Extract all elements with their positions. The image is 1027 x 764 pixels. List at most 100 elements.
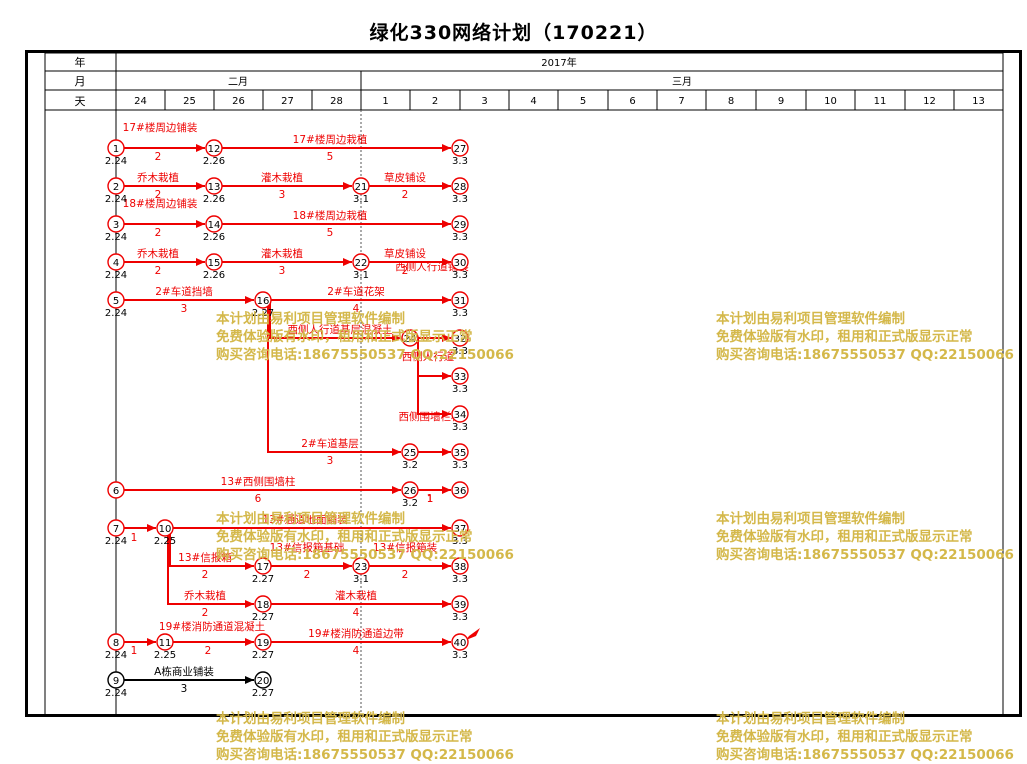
watermark-4: 本计划由易利项目管理软件编制免费体验版有水印，租用和正式版显示正常购买咨询电话:…: [716, 510, 1014, 564]
activity-10-18-arrowhead: [245, 600, 254, 608]
header-year: 2017年: [541, 56, 576, 69]
activity-24-34-arrowhead: [442, 410, 451, 418]
header-day-25: 25: [183, 96, 196, 107]
node-20-circle: [254, 671, 272, 689]
node-9-circle: [107, 671, 125, 689]
node-29-date: 3.3: [452, 232, 468, 243]
activity-17-23-arrowhead: [343, 562, 352, 570]
node-35-date: 3.3: [452, 460, 468, 471]
activity-22-30-arrowhead: [442, 258, 451, 266]
activity-21-28-arrowhead: [442, 182, 451, 190]
watermark-line3: 购买咨询电话:18675550537 QQ:22150066: [216, 547, 514, 563]
node-22-circle: [352, 253, 370, 271]
node-2-circle: [107, 177, 125, 195]
activity-21-28-name: 草皮铺设: [384, 171, 426, 184]
header-month-feb: 二月: [228, 76, 248, 88]
node-33-date: 3.3: [452, 384, 468, 395]
activity-14-29-duration: 5: [327, 227, 334, 239]
node-10-circle: [156, 519, 174, 537]
node-26-date: 3.2: [402, 498, 418, 509]
node-24-circle: [401, 329, 419, 347]
header-day-26: 26: [232, 96, 245, 107]
node-2-date: 2.24: [105, 194, 127, 205]
node-4-circle: [107, 253, 125, 271]
node-33-circle: [451, 367, 469, 385]
activity-25-35-arrowhead: [442, 448, 451, 456]
node-30-circle: [451, 253, 469, 271]
activity-16-24-name: 西侧人行道基层混凝土: [288, 323, 393, 336]
node-18-label: 18: [257, 600, 270, 611]
activity-3-14-duration: 2: [155, 227, 162, 239]
node-37-circle: [451, 519, 469, 537]
watermark-line1: 本计划由易利项目管理软件编制: [716, 711, 905, 727]
node-38-date: 3.3: [452, 574, 468, 585]
activity-22-30-name: 草皮铺设: [384, 247, 426, 260]
node-14-date: 2.26: [203, 232, 225, 243]
node-1-label: 1: [113, 144, 119, 155]
activity-7-10-arrowhead: [147, 524, 156, 532]
activity-15-22-arrowhead: [343, 258, 352, 266]
activity-23-38-name: 13#信报箱装: [373, 541, 438, 554]
node-35-label: 35: [454, 448, 467, 459]
watermark-line3: 购买咨询电话:18675550537 QQ:22150066: [716, 747, 1014, 763]
node-16-circle: [254, 291, 272, 309]
page-title: 绿化330网络计划（170221）: [369, 22, 658, 44]
node-22-date: 3.1: [353, 270, 369, 281]
node-8-circle: [107, 633, 125, 651]
activity-13-21-name: 灌木栽植: [261, 171, 303, 184]
node-26-circle: [401, 481, 419, 499]
activity-19-40-name: 19#楼消防通道边带: [308, 627, 404, 640]
activity-24-34-name: 西侧围墙栏杆: [399, 410, 462, 423]
watermark-line2: 免费体验版有水印，租用和正式版显示正常: [716, 529, 973, 545]
watermark-2: 本计划由易利项目管理软件编制免费体验版有水印，租用和正式版显示正常购买咨询电话:…: [716, 310, 1014, 364]
node-1-date: 2.24: [105, 156, 127, 167]
activity-15-22-name: 灌木栽植: [261, 247, 303, 260]
header-day-5: 5: [580, 96, 586, 107]
node-20-date: 2.27: [252, 688, 274, 699]
activity-18-39-arrowhead: [442, 600, 451, 608]
activity-19-40-arrowhead: [442, 638, 451, 646]
activity-5-16-name: 2#车道挡墙: [155, 285, 213, 298]
node-26-label: 26: [404, 486, 417, 497]
activity-4-15-name: 乔木栽植: [137, 247, 179, 260]
header-day-4: 4: [530, 96, 536, 107]
node-5-circle: [107, 291, 125, 309]
activity-10-17-duration: 2: [202, 569, 209, 581]
node-3-label: 3: [113, 220, 119, 231]
node-33-label: 33: [454, 372, 467, 383]
activity-2-13-name: 乔木栽植: [137, 171, 179, 184]
activity-6-26-arrowhead: [392, 486, 401, 494]
node-11-label: 11: [159, 638, 172, 649]
watermark-line3: 购买咨询电话:18675550537 QQ:22150066: [716, 347, 1014, 363]
node-12-circle: [205, 139, 223, 157]
activity-6-26-name: 13#西侧围墙柱: [221, 475, 296, 488]
activity-5-16-arrowhead: [245, 296, 254, 304]
node-32-circle: [451, 329, 469, 347]
node-34-date: 3.3: [452, 422, 468, 433]
node-40-circle: [451, 633, 469, 651]
node-36-date: 1: [427, 494, 433, 505]
node-39-label: 39: [454, 600, 467, 611]
watermark-line2: 免费体验版有水印，租用和正式版显示正常: [216, 729, 473, 745]
watermark-line1: 本计划由易利项目管理软件编制: [716, 311, 905, 327]
activity-14-29-arrowhead: [442, 220, 451, 228]
node-25-label: 25: [404, 448, 417, 459]
watermark-line2: 免费体验版有水印，租用和正式版显示正常: [216, 529, 473, 545]
header-day-1: 1: [382, 96, 388, 107]
header-day-11: 11: [874, 96, 887, 107]
activity-17-23-name: 13#信报箱基础: [270, 541, 345, 554]
node-31-date: 3.3: [452, 308, 468, 319]
node-31-circle: [451, 291, 469, 309]
node-30-label: 30: [454, 258, 467, 269]
node-28-circle: [451, 177, 469, 195]
node-17-circle: [254, 557, 272, 575]
node-16-label: 16: [257, 296, 270, 307]
node-18-date: 2.27: [252, 612, 274, 623]
node-24-label: 24: [404, 334, 417, 345]
node-13-date: 2.26: [203, 194, 225, 205]
watermark-line1: 本计划由易利项目管理软件编制: [216, 311, 405, 327]
activity-15-22-duration: 3: [279, 265, 286, 277]
node-7-circle: [107, 519, 125, 537]
node-38-label: 38: [454, 562, 467, 573]
